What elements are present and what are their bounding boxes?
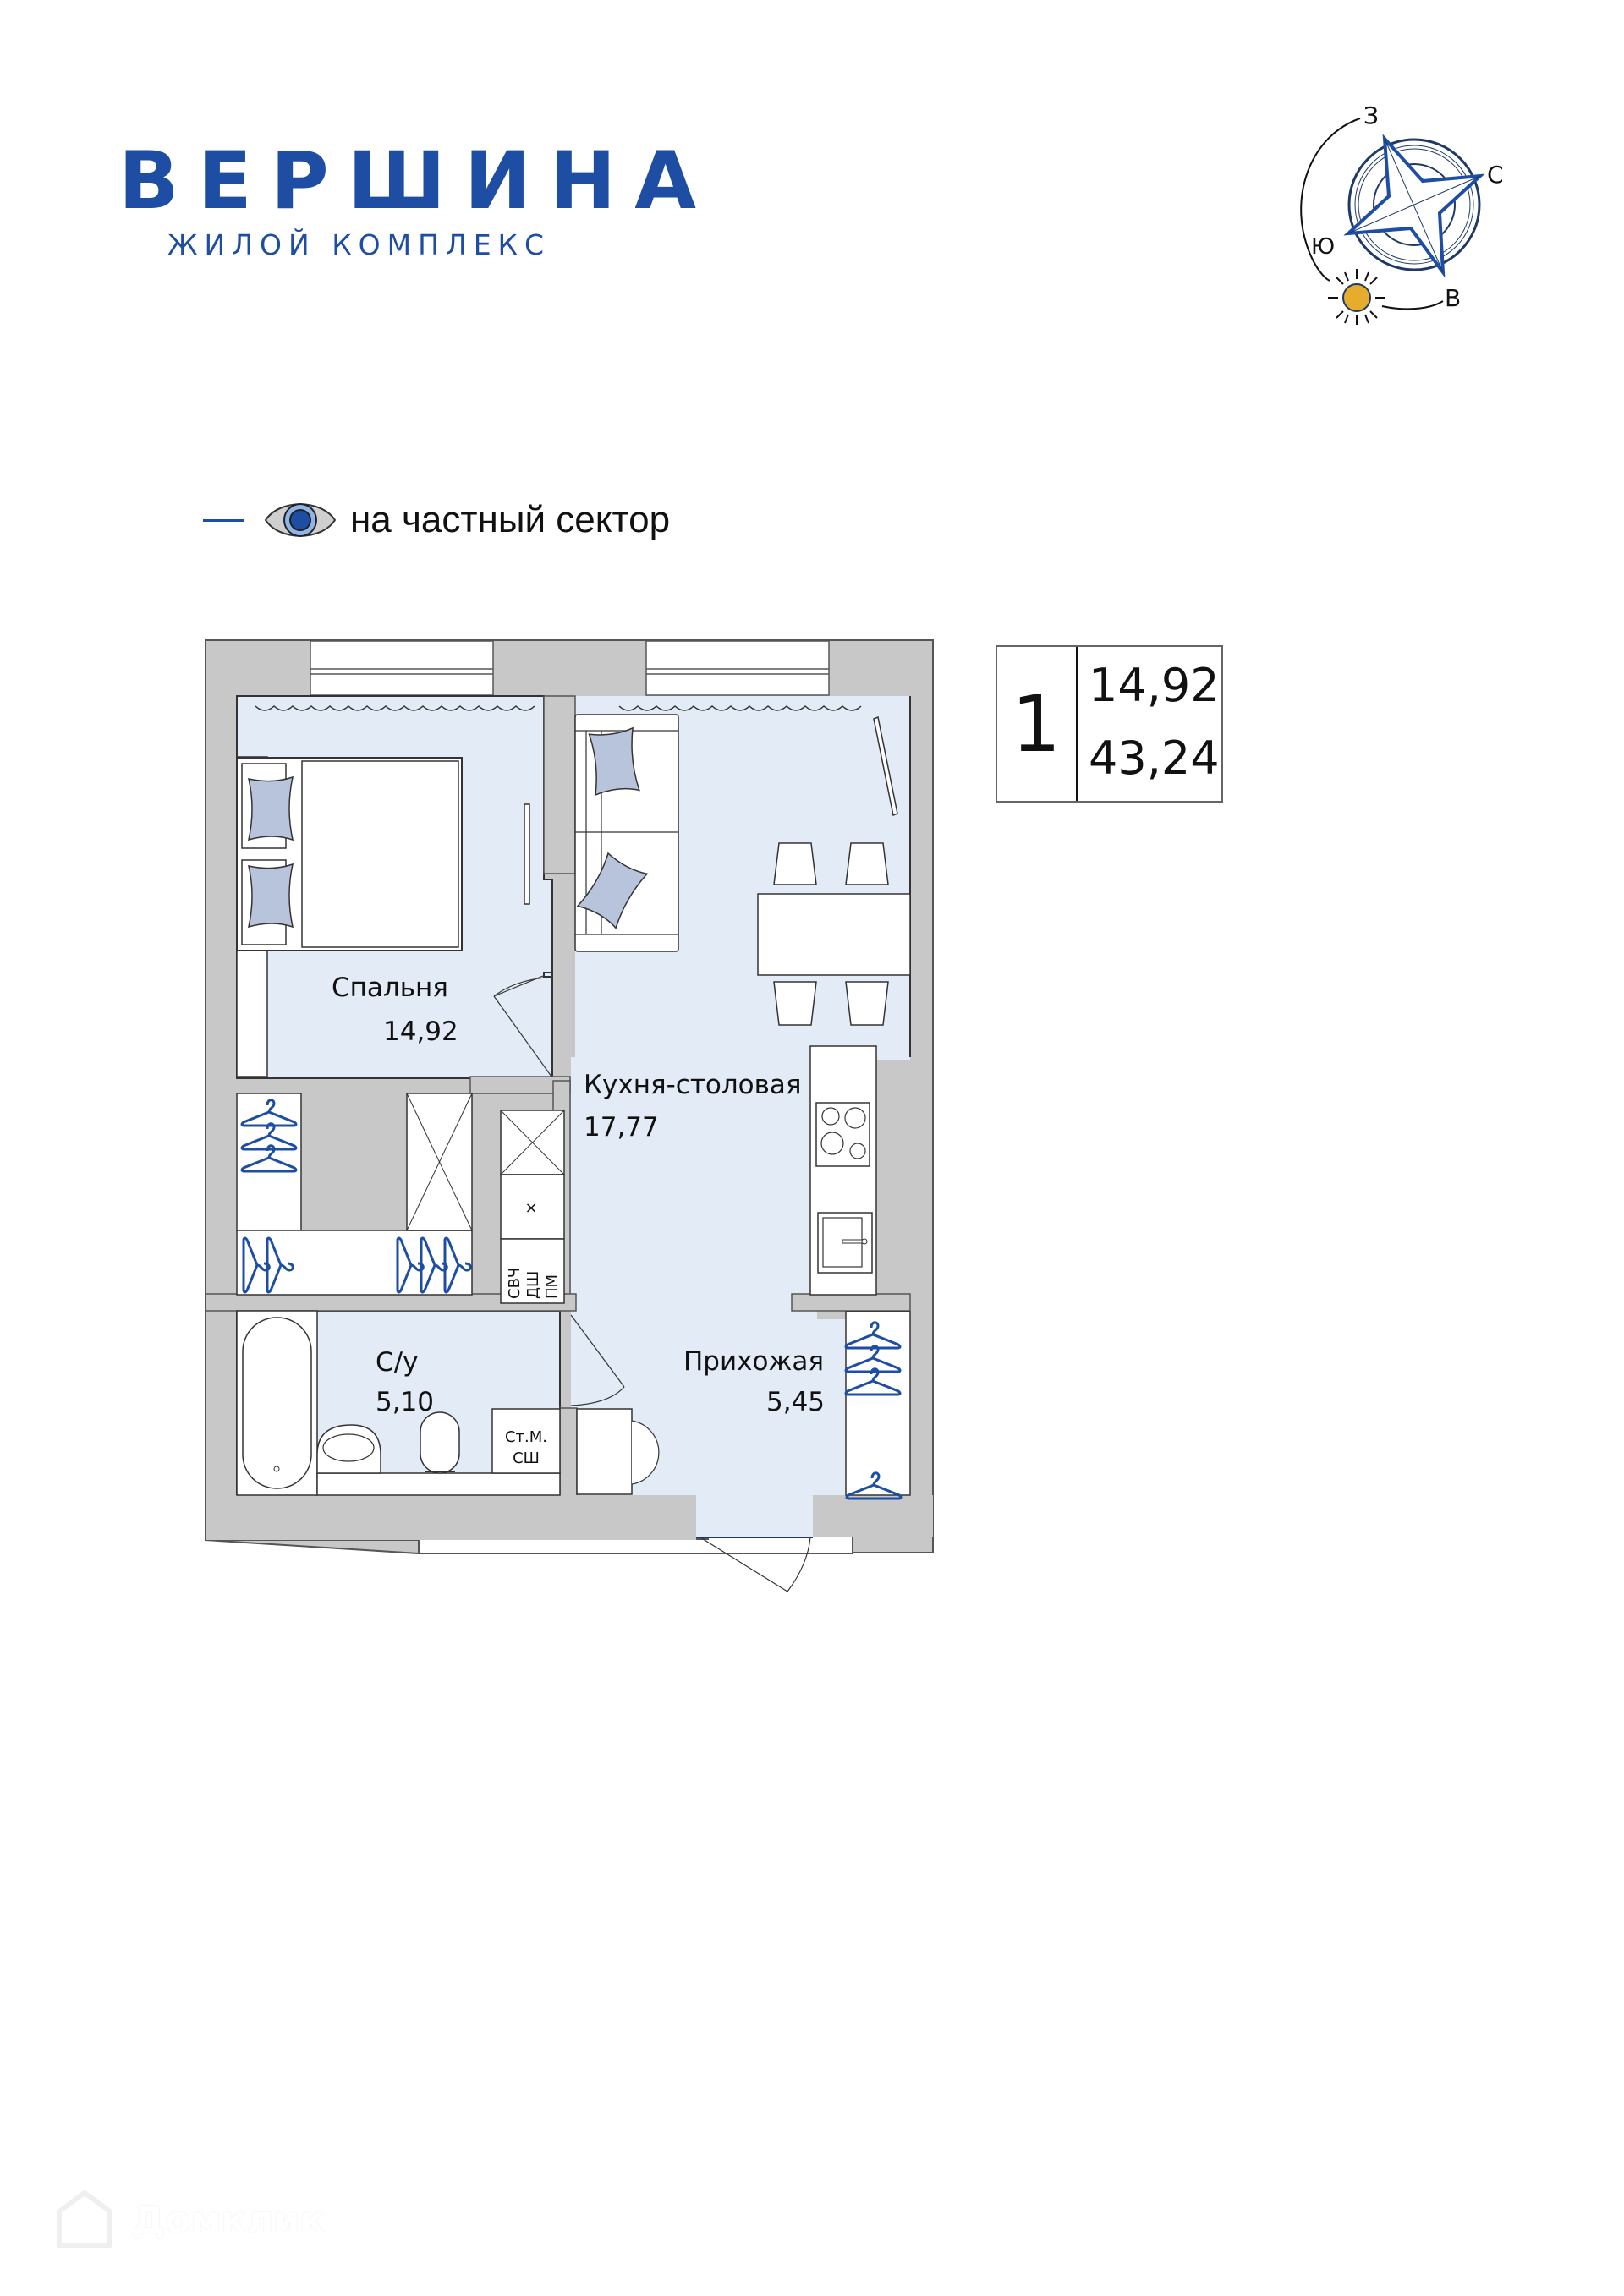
dining-chairs — [773, 842, 889, 1026]
compass-label-north: С — [1487, 161, 1504, 189]
hallway-cabinet — [576, 1408, 660, 1495]
sun-path-arc-bottom — [1381, 300, 1444, 310]
compass-label-south: Ю — [1311, 234, 1335, 260]
niche-x-mark: × — [524, 1199, 537, 1217]
view-legend-text: на частный сектор — [350, 499, 671, 540]
hallway-entry — [696, 1505, 813, 1537]
dining-table — [757, 893, 911, 976]
house-logo-icon — [57, 2189, 112, 2248]
stove-icon — [815, 1102, 870, 1167]
entrance-door — [696, 1537, 813, 1592]
room-area-kitchen: 17,77 — [584, 1112, 659, 1143]
niche-label-microwave: СВЧ — [506, 1268, 524, 1299]
room-area-bathroom: 5,10 — [376, 1387, 434, 1417]
view-direction-legend: на частный сектор — [203, 490, 670, 550]
niche-label-dishwasher: ДШ — [524, 1271, 542, 1299]
room-count: 1 — [1011, 678, 1062, 770]
total-area-value: 43,24 — [1089, 732, 1220, 785]
wall-bath-hall — [559, 1407, 578, 1506]
room-kitchen-lower — [571, 1057, 804, 1336]
washer-label-2: СШ — [513, 1449, 540, 1467]
curtain-bedroom — [255, 704, 535, 711]
wardrobe-hallway — [844, 1311, 911, 1500]
room-name-bathroom: С/у — [376, 1347, 418, 1378]
door-bathroom — [570, 1314, 625, 1406]
sun-path-arc — [1300, 118, 1361, 282]
bed — [236, 756, 463, 1077]
door-bedroom — [493, 975, 554, 1077]
wardrobe-bedroom — [236, 1093, 473, 1296]
wall-bedroom-kitchen-top — [543, 695, 576, 874]
compass-label-west: З — [1363, 101, 1379, 129]
sofa — [574, 714, 679, 952]
compass-label-east: В — [1445, 284, 1461, 312]
niche-label-pm: ПМ — [543, 1274, 561, 1299]
brand-title: ВЕРШИНА — [118, 135, 715, 227]
summary-divider — [1076, 647, 1078, 801]
wall-kitchen-right-lower — [791, 1293, 911, 1312]
appliance-niche: × СВЧ ДШ ПМ — [500, 1110, 565, 1304]
brand-subtitle: ЖИЛОЙ КОМПЛЕКС — [167, 228, 551, 261]
wall-bath-bottom — [206, 1495, 696, 1540]
view-line-marker — [203, 518, 244, 522]
living-area-value: 14,92 — [1089, 659, 1220, 712]
compass-star-icon — [1343, 134, 1485, 278]
room-name-kitchen: Кухня-столовая — [584, 1070, 802, 1100]
wall-hall-right-lower — [813, 1495, 933, 1537]
room-area-bedroom: 14,92 — [383, 1016, 458, 1047]
toilet — [420, 1411, 460, 1474]
sun-icon — [1328, 269, 1385, 325]
watermark-text: Домклик — [132, 2198, 326, 2242]
washer-label-1: Ст.М. — [505, 1428, 547, 1446]
washbasin — [316, 1424, 381, 1474]
tv-bedroom — [524, 803, 530, 905]
room-area-hallway: 5,45 — [766, 1387, 825, 1417]
bathtub — [236, 1310, 318, 1496]
room-name-bedroom: Спальня — [332, 973, 448, 1003]
sink-icon — [817, 1212, 873, 1274]
eye-icon — [264, 503, 337, 537]
tv-kitchen — [873, 715, 898, 817]
room-name-hallway: Прихожая — [683, 1346, 824, 1377]
apartment-summary-box: 1 14,92 43,24 — [996, 645, 1223, 803]
compass-rose: З С Ю В — [1300, 101, 1504, 325]
watermark: Домклик — [51, 2182, 372, 2258]
window-kitchen — [645, 640, 830, 696]
washing-machine: Ст.М. СШ — [491, 1408, 561, 1474]
curtain-kitchen — [618, 704, 862, 711]
bath-counter — [316, 1472, 561, 1496]
window-bedroom — [310, 640, 494, 696]
